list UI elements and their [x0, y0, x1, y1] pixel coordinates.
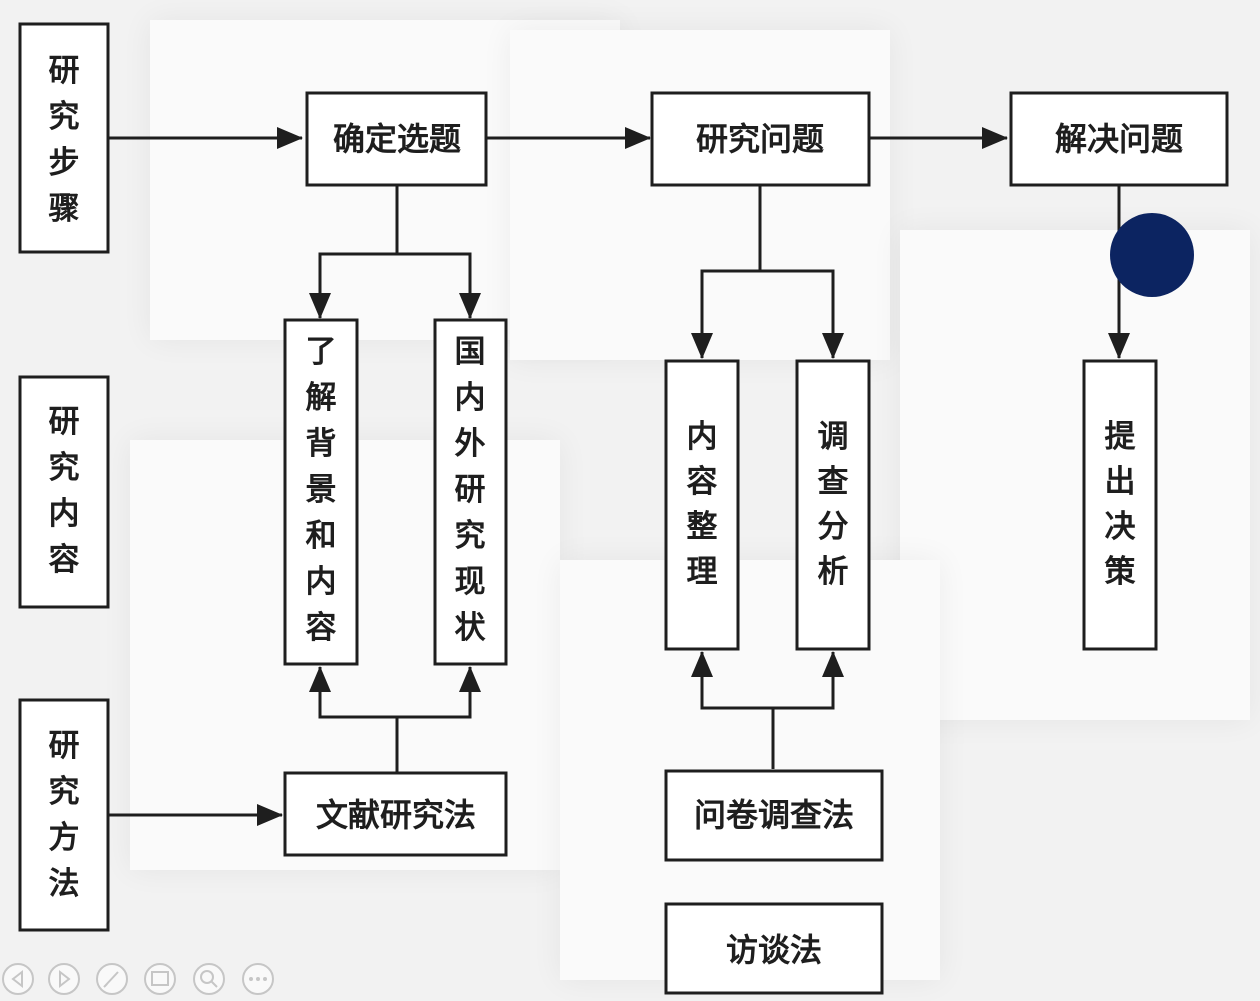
method-questionnaire-label: 问卷调查法 — [694, 796, 854, 834]
step-research-label: 研究问题 — [696, 120, 824, 158]
content-decision-label: 提出决策 — [1105, 419, 1137, 590]
prev-icon[interactable] — [2, 963, 34, 995]
method-box-literature: 文献研究法 — [283, 771, 508, 857]
method-box-questionnaire: 问卷调查法 — [664, 769, 884, 862]
connector-topic-right — [397, 252, 481, 319]
row-header-content-label: 研究内容 — [49, 404, 80, 578]
method-box-interview: 访谈法 — [664, 902, 884, 995]
content-box-survey: 调查分析 — [795, 359, 871, 651]
content-box-status: 国内外研究现状 — [433, 318, 508, 666]
connectors — [108, 127, 1130, 826]
laser-pointer-dot — [1110, 213, 1194, 297]
method-interview-label: 访谈法 — [726, 931, 822, 969]
background-tile — [900, 230, 1250, 720]
background-tile — [510, 30, 890, 360]
presentation-toolbar — [2, 963, 274, 995]
next-icon[interactable] — [48, 963, 80, 995]
row-header-steps-label: 研究步骤 — [49, 53, 80, 227]
step-box-topic: 确定选题 — [305, 91, 488, 187]
step-box-research: 研究问题 — [650, 91, 871, 187]
connector-literature-up — [309, 666, 399, 773]
row-header-steps: 研究步骤 — [18, 22, 110, 254]
zoom-icon[interactable] — [193, 963, 225, 995]
method-literature-label: 文献研究法 — [316, 796, 476, 834]
content-background-label: 了解背景和内容 — [306, 334, 337, 646]
step-solve-label: 解决问题 — [1055, 120, 1183, 158]
content-box-decision: 提出决策 — [1082, 359, 1158, 651]
connector-questionnaire-up-right — [773, 651, 844, 710]
connector-research-down — [691, 185, 762, 359]
connector-research-right — [760, 269, 844, 359]
row-header-methods: 研究方法 — [18, 698, 110, 932]
content-organize-label: 内容整理 — [687, 419, 718, 590]
step-box-solve: 解决问题 — [1009, 91, 1229, 187]
more-icon[interactable] — [242, 963, 274, 995]
content-survey-label: 调查分析 — [818, 419, 849, 590]
connector-literature-up-right — [397, 666, 481, 719]
content-box-organize: 内容整理 — [664, 359, 740, 651]
connector-topic-down — [309, 185, 399, 319]
slides-icon[interactable] — [144, 963, 176, 995]
row-header-methods-label: 研究方法 — [49, 728, 80, 902]
connector-questionnaire-up — [691, 651, 775, 769]
content-box-background: 了解背景和内容 — [283, 318, 359, 666]
content-status-label: 国内外研究现状 — [455, 334, 487, 646]
step-topic-label: 确定选题 — [333, 120, 461, 158]
row-header-content: 研究内容 — [18, 375, 110, 609]
pen-icon[interactable] — [96, 963, 128, 995]
